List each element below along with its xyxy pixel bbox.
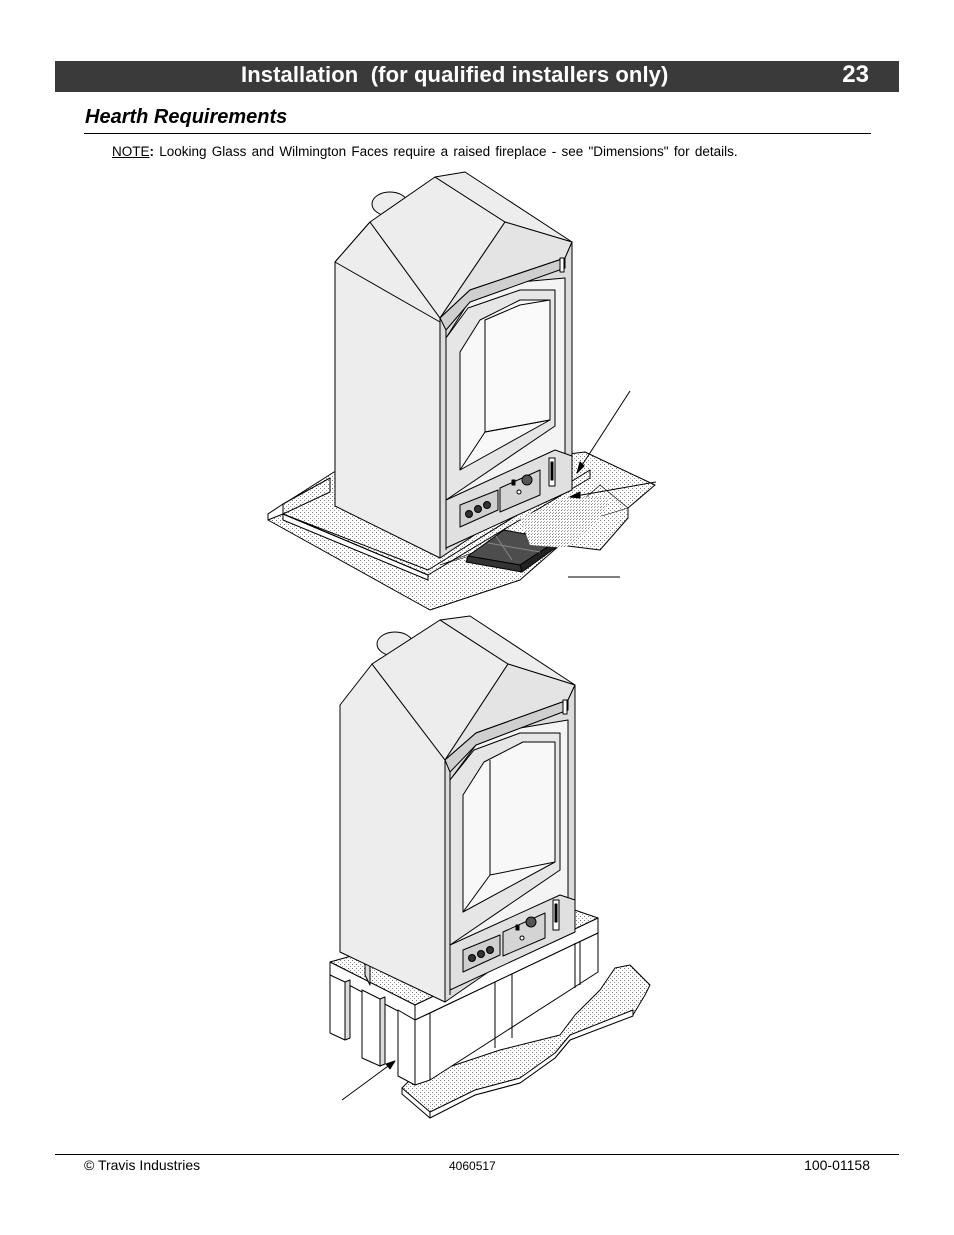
note-label: NOTE — [112, 144, 150, 159]
note-colon: : — [149, 144, 155, 159]
leader-line — [576, 390, 631, 474]
footer-doc-number: 100-01158 — [804, 1157, 870, 1173]
note-paragraph: NOTE: Looking Glass and Wilmington Faces… — [112, 144, 852, 159]
section-title: Hearth Requirements — [85, 106, 288, 128]
note-text: Looking Glass and Wilmington Faces requi… — [154, 144, 738, 159]
page-title: Installation (for qualified installers o… — [241, 62, 669, 87]
section-divider — [84, 133, 871, 134]
header-bar: Installation (for qualified installers o… — [55, 61, 899, 92]
leader-line — [569, 481, 657, 498]
floor-protection-pad — [401, 964, 651, 1119]
leader-line — [341, 1060, 396, 1101]
floor-protection-area — [520, 496, 610, 548]
fireplace-floor-hearth-illustration — [267, 171, 657, 611]
footer-copyright: © Travis Industries — [84, 1157, 201, 1173]
fireplace-raised-platform-illustration — [329, 615, 651, 1119]
page-number: 23 — [842, 61, 869, 88]
footer-divider — [55, 1154, 899, 1155]
footer-code: 4060517 — [449, 1159, 496, 1173]
platform-framing — [329, 932, 599, 1086]
